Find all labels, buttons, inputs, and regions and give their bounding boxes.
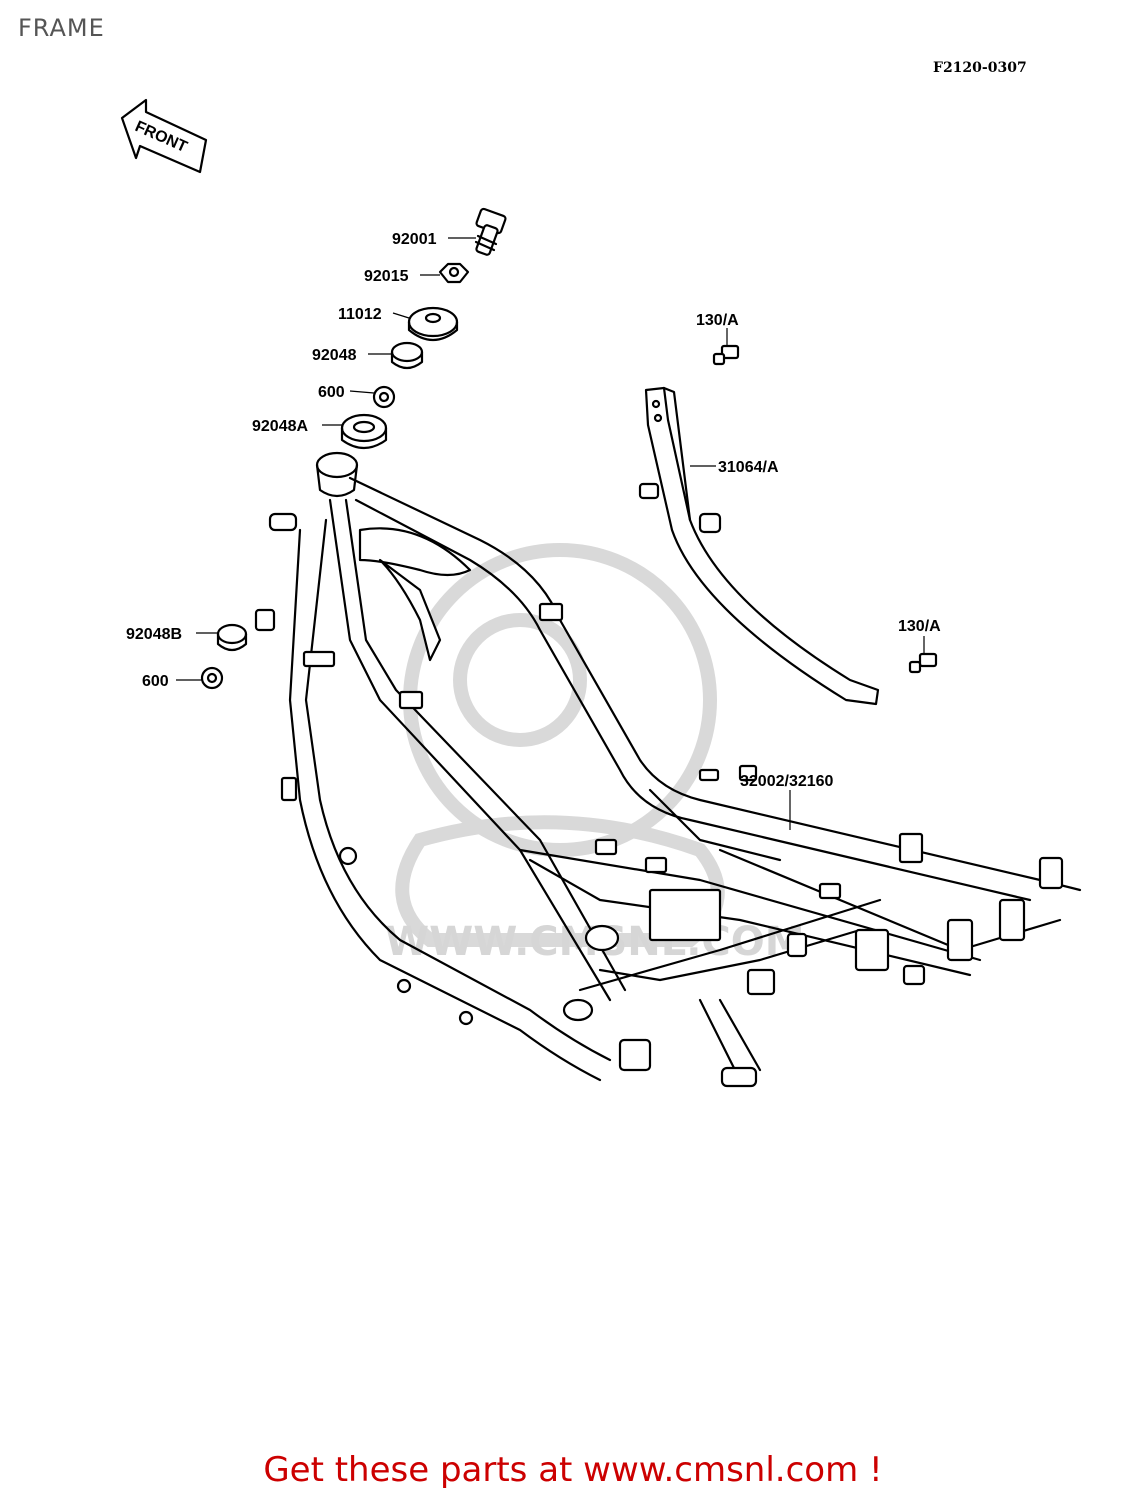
bolt-92001 [474,207,507,256]
bolt-130A-top [712,344,740,366]
nut-92015 [438,262,470,284]
bolt-130A-bottom [908,652,938,674]
front-arrow-shape [120,98,208,174]
callout-11012: 11012 [338,306,382,323]
callout-130A-top: 130/A [696,312,739,329]
callout-600-a: 600 [318,384,345,401]
callout-92015: 92015 [364,268,409,285]
callout-92048: 92048 [312,347,357,364]
page-title: FRAME [18,14,105,42]
callout-31064A: 31064/A [718,459,779,476]
callout-600-b: 600 [142,673,169,690]
collar-92048B [216,623,248,652]
watermark-face [453,613,587,747]
main-frame-32002 [254,451,1082,1088]
footer-link[interactable]: Get these parts at www.cmsnl.com ! [263,1450,883,1490]
washer-600-a [372,385,396,409]
washer-600-b [200,666,224,690]
bushing-11012 [407,306,459,342]
callout-32002-32160: 32002/32160 [740,773,834,790]
subframe-31064A [638,386,880,706]
collar-92048A [340,413,388,450]
steering-stem-parts [200,207,938,690]
steering-head [315,451,359,479]
leader-lines [176,237,925,830]
collar-92048 [390,341,424,370]
callout-92048B: 92048B [126,626,182,643]
callout-130A-bottom: 130/A [898,618,941,635]
callout-labels: 92001 92015 11012 92048 600 92048A 92048… [126,231,941,790]
callout-92001: 92001 [392,231,437,248]
diagram-code: F2120-0307 [933,60,1027,76]
watermark-banner [395,815,725,947]
callout-92048A: 92048A [252,418,308,435]
front-arrow: FRONT [120,98,208,174]
